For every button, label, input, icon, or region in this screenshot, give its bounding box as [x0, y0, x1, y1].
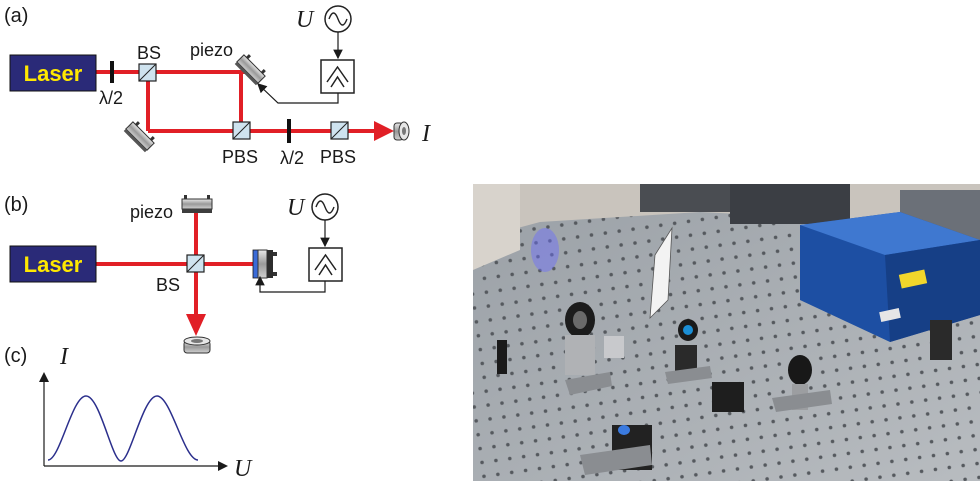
piezo-mirror-a [234, 54, 266, 86]
ac-source-b-icon [311, 193, 339, 221]
mirror-a-lower [123, 121, 155, 153]
panel-a-beams [96, 70, 376, 133]
bs-b-label: BS [156, 275, 180, 295]
panel-c-label: (c) [4, 345, 27, 367]
piezo-mirror-b-right [252, 249, 277, 279]
piezo-mirror-b-top [181, 195, 213, 213]
interference-curve [47, 395, 199, 462]
laser-a-box [9, 54, 97, 92]
pbs-2-label: PBS [320, 147, 356, 167]
screen-card-photo [649, 226, 673, 320]
panel-c: (c) I U [4, 344, 253, 481]
half-wave-plate-2 [287, 119, 291, 143]
detector-b-icon [183, 336, 211, 354]
intensity-a-label: I [421, 121, 431, 147]
amplifier-a-icon [320, 59, 355, 94]
panel-b-label: (b) [4, 194, 28, 216]
pbs-2 [330, 121, 349, 140]
amplifier-b-icon [308, 247, 343, 282]
half-wave-label-1: λ/2 [99, 88, 123, 108]
piezo-b-label: piezo [130, 202, 173, 222]
detector-a-icon [393, 121, 410, 141]
voltage-a-label: U [296, 7, 315, 33]
y-axis-label: I [59, 344, 69, 370]
bs-a-label: BS [137, 43, 161, 63]
feedback-wire-a [257, 83, 339, 104]
panel-a-label: (a) [4, 5, 28, 27]
pbs-1-label: PBS [222, 147, 258, 167]
panel-b-beam-arrowhead [186, 314, 206, 336]
beam-splitter-a [138, 63, 157, 82]
half-wave-label-2: λ/2 [280, 148, 304, 168]
post-bases-photo [565, 366, 832, 475]
laser-glow-photo [531, 228, 559, 272]
half-wave-plate-1 [110, 61, 114, 83]
optical-mounts-photo [497, 302, 952, 470]
beam-splitter-b [186, 254, 205, 273]
piezo-a-label: piezo [190, 40, 233, 60]
voltage-b-label: U [287, 195, 306, 221]
laser-unit-photo [800, 212, 980, 342]
x-axis-label: U [234, 456, 253, 481]
laser-a-label: Laser [24, 61, 83, 86]
panel-a: (a) Laser λ/2 BS piezo [4, 5, 431, 168]
panel-b-beams [96, 213, 253, 318]
panel-b: (b) Laser piezo BS [4, 193, 343, 354]
panel-a-beam-arrowhead [374, 121, 394, 141]
lab-photo [473, 184, 980, 481]
ac-source-a-icon [324, 5, 352, 33]
y-axis-arrowhead [39, 372, 49, 382]
laser-b-box [9, 245, 97, 283]
laser-b-label: Laser [24, 252, 83, 277]
x-axis-arrowhead [218, 461, 228, 471]
pbs-1 [232, 121, 251, 140]
feedback-wire-b [255, 275, 326, 293]
